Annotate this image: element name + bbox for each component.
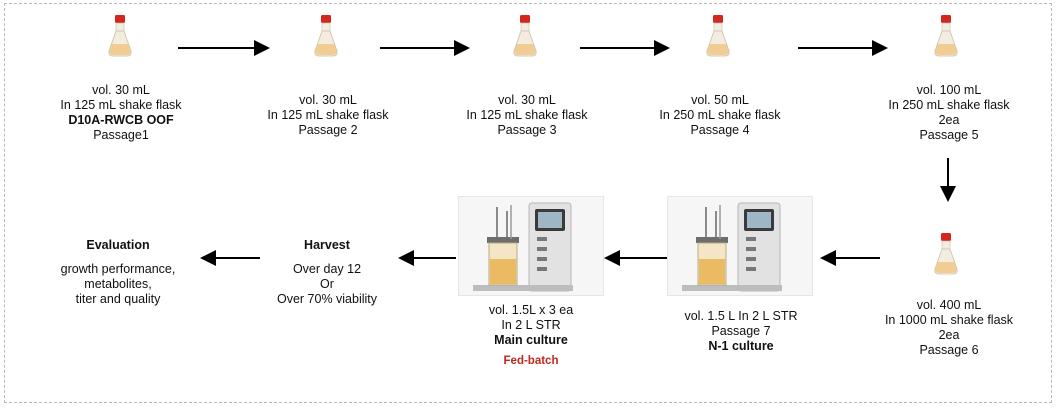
- passage-6-flask: In 1000 mL shake flask: [884, 313, 1014, 327]
- harvest-block: Harvest Over day 12 Or Over 70% viabilit…: [277, 238, 377, 307]
- shake-flask-icon: [706, 15, 730, 57]
- n1-culture-name: N-1 culture: [708, 339, 774, 353]
- shake-flask-icon: [108, 15, 132, 57]
- passage-1-strain: D10A-RWCB OOF: [68, 113, 174, 127]
- shake-flask-icon: [934, 15, 958, 57]
- passage-5-number: Passage 5: [919, 128, 979, 142]
- n1-culture-label: vol. 1.5 L In 2 L STR Passage 7 N-1 cult…: [684, 309, 797, 354]
- passage-1-label: vol. 30 mL In 125 mL shake flask D10A-RW…: [60, 83, 181, 143]
- fed-batch-label: Fed-batch: [503, 355, 559, 367]
- passage-1-number: Passage1: [93, 128, 149, 142]
- evaluation-item-2: metabolites,: [84, 277, 152, 291]
- bioreactor-icon: [682, 202, 782, 292]
- shake-flask-icon: [314, 15, 338, 57]
- evaluation-block: Evaluation growth performance, metabolit…: [61, 238, 176, 307]
- passage-5-label: vol. 100 mL In 250 mL shake flask 2ea Pa…: [888, 83, 1009, 143]
- passage-6-number: Passage 6: [919, 343, 979, 357]
- passage-1-volume: vol. 30 mL: [92, 83, 150, 97]
- diagram-frame: [4, 3, 1052, 403]
- evaluation-title: Evaluation: [86, 238, 150, 252]
- passage-2-volume: vol. 30 mL: [299, 93, 357, 107]
- shake-flask-icon: [934, 233, 958, 275]
- passage-4-label: vol. 50 mL In 250 mL shake flask Passage…: [659, 93, 780, 138]
- main-volume: vol. 1.5L x 3 ea: [488, 303, 574, 317]
- n1-passage: Passage 7: [711, 324, 771, 338]
- passage-4-flask: In 250 mL shake flask: [659, 108, 781, 122]
- harvest-condition-1: Over day 12: [292, 262, 362, 276]
- passage-6-volume: vol. 400 mL: [916, 298, 982, 312]
- harvest-or: Or: [320, 277, 334, 291]
- passage-6-count: 2ea: [938, 328, 960, 342]
- passage-4-volume: vol. 50 mL: [691, 93, 749, 107]
- passage-2-label: vol. 30 mL In 125 mL shake flask Passage…: [267, 93, 388, 138]
- n1-bioreactor-image: [667, 196, 813, 296]
- evaluation-item-3: titer and quality: [75, 292, 161, 306]
- passage-1-flask: In 125 mL shake flask: [60, 98, 182, 112]
- passage-3-volume: vol. 30 mL: [498, 93, 556, 107]
- passage-5-count: 2ea: [938, 113, 960, 127]
- passage-3-number: Passage 3: [497, 123, 557, 137]
- main-culture-label: vol. 1.5L x 3 ea In 2 L STR Main culture…: [489, 303, 573, 369]
- passage-5-flask: In 250 mL shake flask: [888, 98, 1010, 112]
- n1-volume: vol. 1.5 L In 2 L STR: [684, 309, 798, 323]
- evaluation-item-1: growth performance,: [60, 262, 176, 276]
- main-bioreactor-image: [458, 196, 604, 296]
- passage-3-label: vol. 30 mL In 125 mL shake flask Passage…: [466, 93, 587, 138]
- passage-3-flask: In 125 mL shake flask: [466, 108, 588, 122]
- passage-2-number: Passage 2: [298, 123, 358, 137]
- harvest-title: Harvest: [304, 238, 350, 252]
- passage-6-label: vol. 400 mL In 1000 mL shake flask 2ea P…: [885, 298, 1013, 358]
- passage-4-number: Passage 4: [690, 123, 750, 137]
- passage-2-flask: In 125 mL shake flask: [267, 108, 389, 122]
- harvest-condition-2: Over 70% viability: [276, 292, 378, 306]
- passage-5-volume: vol. 100 mL: [916, 83, 982, 97]
- bioreactor-icon: [473, 202, 573, 292]
- main-vessel: In 2 L STR: [501, 318, 561, 332]
- shake-flask-icon: [513, 15, 537, 57]
- main-culture-name: Main culture: [494, 333, 568, 347]
